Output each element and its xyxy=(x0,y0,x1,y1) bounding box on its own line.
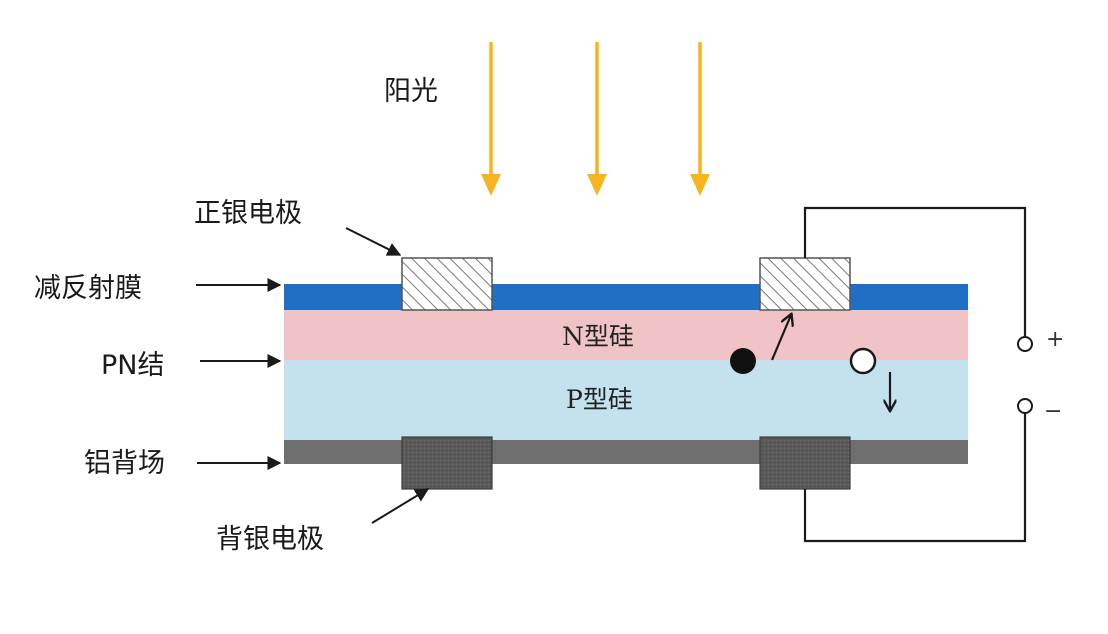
aluminum-back-field-layer xyxy=(284,440,968,464)
p-type-silicon-layer xyxy=(284,360,968,440)
pn-junction-label: PN结 xyxy=(101,350,164,381)
p-type-silicon-label: P型硅 xyxy=(566,385,633,414)
anti-reflection-film-layer xyxy=(284,284,968,310)
sunlight-arrow xyxy=(690,42,710,196)
sunlight-arrows xyxy=(481,42,710,196)
n-type-silicon-label: N型硅 xyxy=(562,322,634,351)
negative-terminal-icon xyxy=(1017,398,1033,414)
back-silver-electrode-label: 背银电极 xyxy=(216,524,324,555)
anti-reflection-film-label: 减反射膜 xyxy=(34,273,142,304)
sunlight-arrow xyxy=(481,42,501,196)
positive-terminal-icon xyxy=(1017,336,1033,352)
aluminum-back-field-label: 铝背场 xyxy=(84,448,165,479)
back-silver-electrode xyxy=(401,436,493,490)
front-silver-electrode xyxy=(401,257,493,311)
electron-icon xyxy=(730,348,756,374)
sunlight-label: 阳光 xyxy=(384,76,438,107)
hole-icon xyxy=(849,347,877,375)
back-electrode-pointer xyxy=(371,488,430,524)
front-silver-electrode-label: 正银电极 xyxy=(194,198,302,229)
external-circuit xyxy=(803,206,1027,543)
back-silver-electrode xyxy=(759,436,851,490)
electron-motion-arrow xyxy=(770,315,791,361)
negative-terminal-label: − xyxy=(1044,399,1062,424)
sunlight-arrow xyxy=(587,42,607,196)
front-electrode-pointer xyxy=(345,227,402,256)
front-silver-electrode xyxy=(759,257,851,311)
positive-terminal-label: + xyxy=(1046,327,1064,352)
